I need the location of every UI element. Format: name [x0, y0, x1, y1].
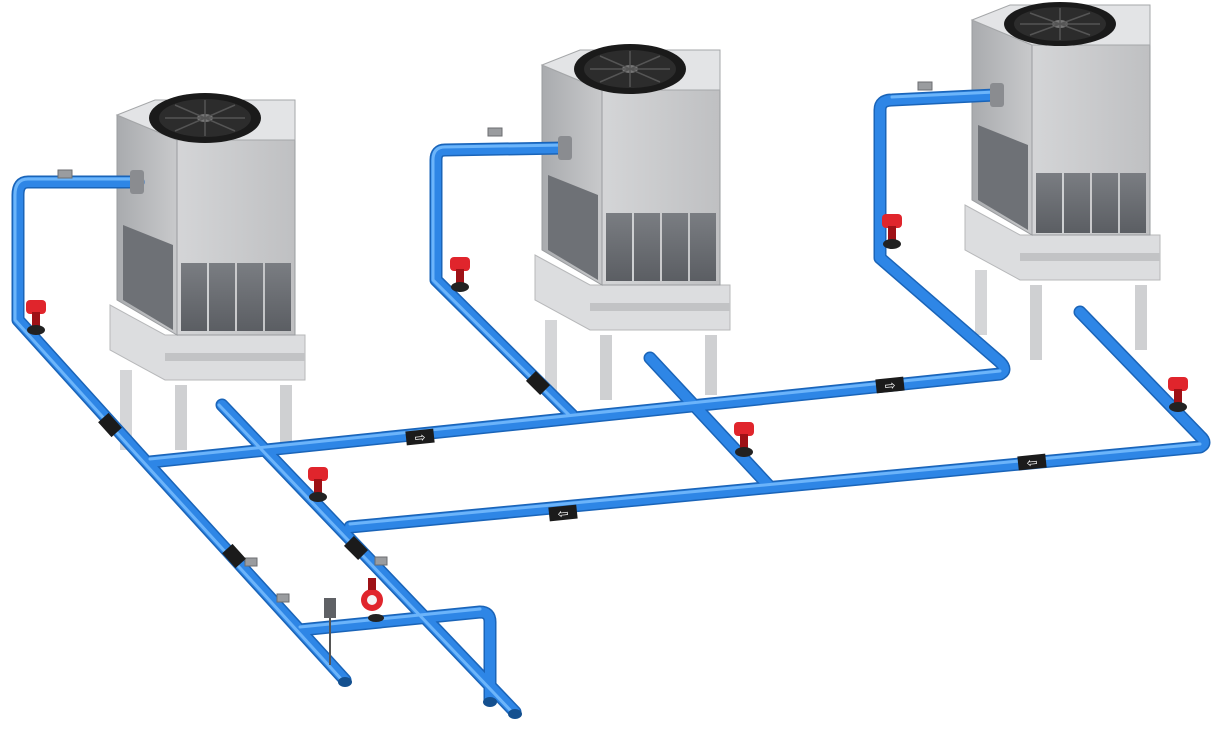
valve-icon	[1168, 377, 1188, 412]
tower-side-louvers	[548, 175, 598, 280]
actuator-icon	[324, 598, 336, 665]
temperature-sensor-icons	[57, 81, 933, 603]
tower-base-frame	[109, 304, 306, 381]
flow-arrows: ⇨ ⇨ ⇦ ⇦	[98, 370, 1047, 569]
flow-arrow-left: ⇦	[548, 504, 578, 523]
valve-icon	[450, 257, 470, 292]
tower-leg	[1135, 285, 1147, 350]
fan-icon	[1004, 2, 1116, 46]
pipe-supply-header	[145, 90, 1009, 467]
svg-text:⇦: ⇦	[1026, 455, 1038, 471]
tower-leg	[600, 335, 612, 400]
flow-arrow-right: ⇨	[875, 376, 905, 395]
pipe-network	[11, 88, 1211, 719]
cooling-tower-2	[534, 44, 731, 400]
tower-leg	[1030, 285, 1042, 360]
flow-arrow-diagonal	[222, 543, 246, 569]
pipe-end-cap	[508, 709, 522, 719]
tower-base-frame	[534, 254, 731, 331]
cooling-tower-1	[109, 93, 306, 450]
tower-leg	[175, 385, 187, 450]
valves	[26, 214, 1188, 665]
valve-icon	[26, 300, 46, 335]
svg-text:⇦: ⇦	[557, 506, 569, 522]
svg-text:⇨: ⇨	[414, 430, 427, 446]
flow-arrow-diagonal	[525, 370, 551, 396]
pipe-tower2-supply	[431, 143, 577, 420]
flow-arrow-right: ⇨	[405, 428, 435, 447]
tower-base-frame	[964, 204, 1161, 281]
svg-text:⇨: ⇨	[884, 378, 897, 394]
tower-side-louvers	[978, 125, 1028, 230]
valve-icon	[308, 467, 328, 502]
flow-arrow-diagonal	[343, 535, 369, 561]
tower-base-rail	[590, 303, 730, 311]
pipe-return-header	[345, 307, 1209, 532]
tower-leg	[280, 385, 292, 445]
fan-icon	[574, 44, 686, 94]
tower-louvers	[181, 263, 291, 331]
valve-icon	[734, 422, 754, 457]
flow-arrow-diagonal	[98, 412, 122, 438]
three-way-valve-icon	[361, 578, 384, 622]
tower-louvers	[1036, 173, 1146, 233]
pipe-bypass-loop	[295, 607, 495, 705]
tower-leg	[705, 335, 717, 395]
tower-side-louvers	[123, 225, 173, 330]
cooling-tower-3	[964, 2, 1161, 360]
tower-base-rail	[165, 353, 305, 361]
tower-inlet-flanges	[130, 83, 1004, 194]
tower-leg	[545, 320, 557, 395]
pipe-tower2-return	[645, 353, 775, 492]
pipe-end-cap	[338, 677, 352, 687]
tower-louvers	[606, 213, 716, 281]
flow-arrow-left: ⇦	[1017, 453, 1047, 472]
valve-icon	[882, 214, 902, 249]
pipe-end-cap	[483, 697, 497, 707]
pipe-tower1-return	[217, 400, 520, 717]
pipe-tower1-supply	[13, 177, 350, 685]
tower-base-rail	[1020, 253, 1160, 261]
fan-icon	[149, 93, 261, 143]
tower-leg	[975, 270, 987, 335]
